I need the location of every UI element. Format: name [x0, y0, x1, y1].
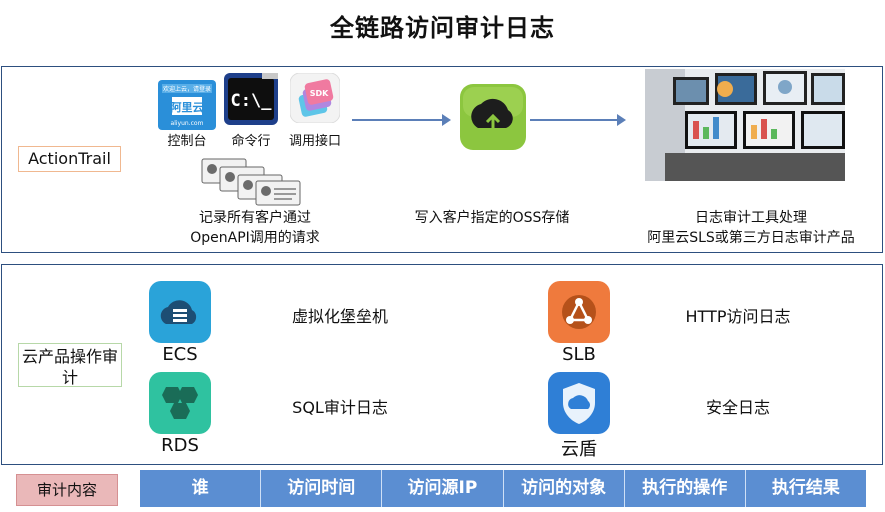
step1-line2: OpenAPI调用的请求 [190, 230, 320, 246]
arrow-head-2 [617, 114, 626, 126]
oss-storage-icon [460, 84, 526, 150]
monitoring-screens-image [645, 69, 845, 181]
product-desc-slb: HTTP访问日志 [685, 307, 791, 326]
audit-content-label: 审计内容 [16, 474, 118, 506]
actiontrail-label: ActionTrail [18, 146, 121, 172]
source-label-sdk: 调用接口 [288, 134, 341, 149]
id-cards-icon [200, 157, 304, 207]
page-title: 全链路访问审计日志 [330, 14, 555, 42]
step3-line2: 阿里云SLS或第三方日志审计产品 [647, 230, 855, 246]
audit-field-source-ip: 访问源IP [382, 470, 504, 507]
audit-field-object: 访问的对象 [504, 470, 625, 507]
product-desc-rds: SQL审计日志 [292, 398, 388, 417]
cloud-product-audit-panel [1, 264, 883, 465]
audit-field-time: 访问时间 [261, 470, 383, 507]
product-name-yundun: 云盾 [561, 439, 597, 460]
audit-field-operation: 执行的操作 [625, 470, 746, 507]
product-desc-yundun: 安全日志 [705, 398, 770, 417]
slb-icon [548, 281, 610, 343]
aliyun-domain-text: aliyun.com [171, 120, 204, 127]
audit-fields-bar: 谁 访问时间 访问源IP 访问的对象 执行的操作 执行结果 [140, 470, 866, 507]
flow-arrow-1 [352, 119, 446, 121]
cloud-product-audit-label: 云产品操作审计 [18, 343, 122, 387]
cmd-text: C:\_ [231, 91, 273, 111]
aliyun-small-text: 欢迎上云，请登录 [163, 85, 211, 93]
sdk-text: SDK [310, 89, 329, 98]
step2-caption: 写入客户指定的OSS存储 [414, 210, 570, 226]
product-name-ecs: ECS [162, 344, 198, 365]
step1-line1: 记录所有客户通过 [199, 210, 311, 226]
rds-icon [149, 372, 211, 434]
aliyun-console-icon: 欢迎上云，请登录 阿里云 aliyun.com [158, 80, 216, 130]
step3-caption: 日志审计工具处理 阿里云SLS或第三方日志审计产品 [620, 208, 882, 248]
audit-field-who: 谁 [140, 470, 262, 507]
aliyun-brand-text: 阿里云 [171, 100, 204, 114]
source-label-cmd: 命令行 [231, 134, 271, 149]
shield-icon [548, 372, 610, 434]
product-desc-ecs: 虚拟化堡垒机 [291, 307, 388, 326]
step1-caption: 记录所有客户通过 OpenAPI调用的请求 [160, 208, 350, 248]
product-name-rds: RDS [161, 435, 199, 456]
ecs-icon [149, 281, 211, 343]
product-name-slb: SLB [562, 344, 596, 365]
audit-field-result: 执行结果 [771, 478, 840, 498]
command-line-icon: C:\_ [224, 73, 278, 125]
step3-line1: 日志审计工具处理 [695, 210, 807, 226]
sdk-icon: SDK [289, 72, 341, 124]
source-label-console: 控制台 [167, 134, 207, 149]
arrow-head-1 [442, 114, 451, 126]
flow-arrow-2 [530, 119, 620, 121]
